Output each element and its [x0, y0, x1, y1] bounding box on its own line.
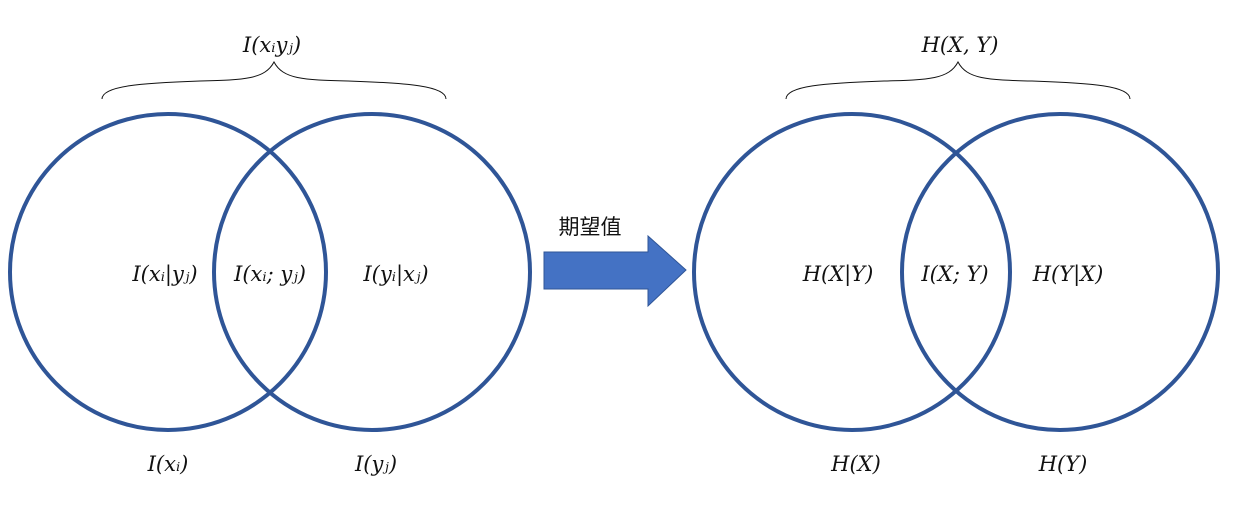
left-bottom-label-b: I(yⱼ)	[354, 452, 397, 476]
right-bottom-label-b: H(Y)	[1038, 452, 1088, 476]
arrow-shape	[543, 234, 687, 308]
right-top-brace	[785, 60, 1131, 100]
right-circle-a	[692, 112, 1012, 432]
right-left-only-label: H(X|Y)	[802, 262, 874, 287]
right-bottom-label-a: H(X)	[830, 452, 881, 476]
left-circle-b	[212, 112, 532, 432]
left-venn: I(xᵢyⱼ) I(xᵢ|yⱼ) I(xᵢ; yⱼ) I(yᵢ|xⱼ) I(xᵢ…	[8, 33, 532, 476]
right-circle-b	[900, 112, 1220, 432]
right-top-label: H(X, Y)	[921, 33, 999, 57]
left-only-label: I(xᵢ|yⱼ)	[131, 262, 197, 287]
right-right-only-label: H(Y|X)	[1032, 262, 1104, 287]
left-top-brace	[101, 60, 447, 100]
left-circle-a	[8, 112, 328, 432]
right-intersection-label: I(X; Y)	[920, 262, 988, 286]
right-venn: H(X, Y) H(X|Y) I(X; Y) H(Y|X) H(X) H(Y)	[692, 33, 1220, 476]
expectation-arrow: 期望值	[543, 215, 687, 308]
left-intersection-label: I(xᵢ; yⱼ)	[233, 262, 306, 286]
left-top-label: I(xᵢyⱼ)	[242, 33, 301, 57]
arrow-label: 期望值	[559, 215, 622, 239]
left-right-only-label: I(yᵢ|xⱼ)	[362, 262, 428, 287]
left-bottom-label-a: I(xᵢ)	[147, 452, 189, 476]
